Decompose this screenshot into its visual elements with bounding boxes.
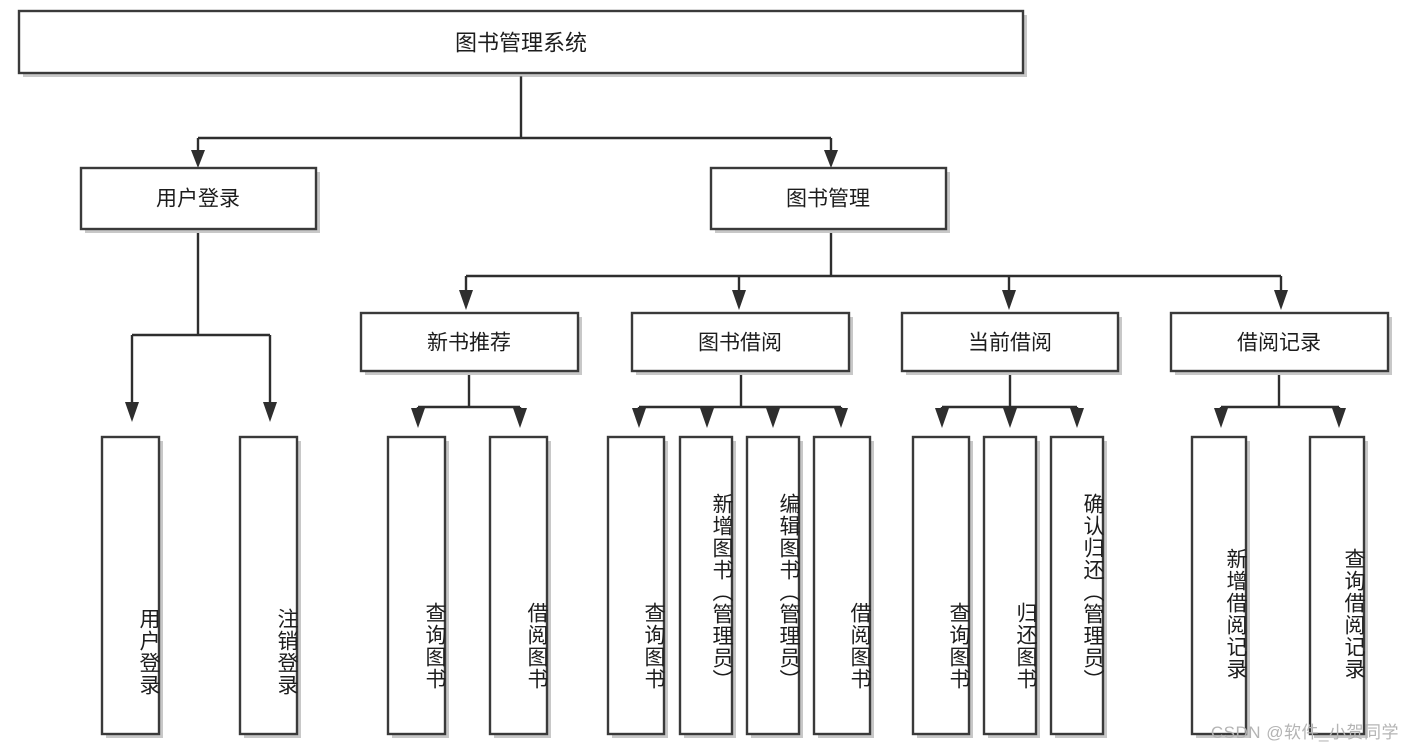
arrowhead-book-borrow-leaf-4 (834, 408, 848, 428)
connector-group-book-borrow (632, 375, 848, 428)
node-borrow-record-label: 借阅记录 (1237, 332, 1321, 355)
arrowhead-new-book-leaf-2 (513, 408, 527, 428)
arrowhead-borrow-record-leaf-2 (1332, 408, 1346, 428)
arrowhead-to-book-borrow (732, 290, 746, 310)
leaf-node-borrow-record-1[interactable] (1190, 435, 1250, 738)
arrowhead-book-borrow-leaf-3 (766, 408, 780, 428)
arrowhead-book-borrow-leaf-2 (700, 408, 714, 428)
leaf-book-borrow-1-box[interactable] (606, 435, 666, 736)
connector-group-current-borrow (935, 375, 1084, 428)
node-root-box[interactable] (17, 9, 1025, 75)
arrowhead-current-borrow-leaf-3 (1070, 408, 1084, 428)
leaf-borrow-record-1-box[interactable] (1190, 435, 1248, 736)
connector-group-borrow-record (1214, 375, 1346, 428)
leaf-node-book-borrow-2[interactable] (678, 435, 736, 738)
node-current-borrow[interactable]: 当前借阅 (900, 311, 1122, 375)
arrowhead-book-borrow-leaf-1 (632, 408, 646, 428)
arrowhead-to-borrow-record (1274, 290, 1288, 310)
node-book-manage[interactable]: 图书管理 (709, 166, 950, 233)
leaf-book-borrow-4-box[interactable] (812, 435, 872, 736)
leaf-current-borrow-2-box[interactable] (982, 435, 1038, 736)
node-new-book-recommend-label: 新书推荐 (427, 332, 511, 355)
node-book-borrow-box[interactable] (630, 311, 851, 373)
node-root-label: 图书管理系统 (455, 31, 587, 56)
arrowhead-root-to-user-login (191, 150, 205, 168)
arrowhead-root-to-book-manage (824, 150, 838, 168)
leaf-node-new-book-2[interactable] (488, 435, 551, 738)
arrowhead-borrow-record-leaf-1 (1214, 408, 1228, 428)
node-book-borrow[interactable]: 图书借阅 (630, 311, 853, 375)
connector-group-user-login (125, 233, 277, 422)
node-new-book-recommend[interactable]: 新书推荐 (359, 311, 582, 375)
csdn-watermark: CSDN @软件_小贺同学 (1210, 723, 1399, 742)
leaf-node-current-borrow-3[interactable] (1049, 435, 1107, 738)
node-user-login-label: 用户登录 (156, 188, 240, 211)
node-user-login[interactable]: 用户登录 (79, 166, 320, 233)
node-book-manage-box[interactable] (709, 166, 948, 231)
arrowhead-to-new-book-recommend (459, 290, 473, 310)
node-borrow-record-box[interactable] (1169, 311, 1390, 373)
node-current-borrow-label: 当前借阅 (968, 332, 1052, 355)
leaf-node-book-borrow-1[interactable] (606, 435, 668, 738)
leaf-node-borrow-record-2[interactable] (1308, 435, 1368, 738)
leaf-node-user-login-1[interactable] (100, 435, 163, 738)
arrowhead-new-book-leaf-1 (411, 408, 425, 428)
arrowhead-current-borrow-leaf-2 (1003, 408, 1017, 428)
node-new-book-recommend-box[interactable] (359, 311, 580, 373)
leaf-user-login-1-box[interactable] (100, 435, 161, 736)
node-book-manage-label: 图书管理 (786, 188, 870, 211)
connector-group-book-manage (459, 233, 1288, 310)
leaf-node-book-borrow-3[interactable] (745, 435, 803, 738)
node-borrow-record[interactable]: 借阅记录 (1169, 311, 1392, 375)
leaf-user-login-2-box[interactable] (238, 435, 299, 736)
leaf-current-borrow-3-box[interactable] (1049, 435, 1105, 736)
node-book-borrow-label: 图书借阅 (698, 332, 782, 355)
leaf-new-book-2-box[interactable] (488, 435, 549, 736)
node-user-login-box[interactable] (79, 166, 318, 231)
arrowhead-user-login-leaf-2 (263, 402, 277, 422)
leaf-book-borrow-2-box[interactable] (678, 435, 734, 736)
arrowhead-to-current-borrow (1002, 290, 1016, 310)
node-root[interactable]: 图书管理系统 (17, 9, 1027, 77)
leaf-new-book-1-box[interactable] (386, 435, 447, 736)
leaf-node-new-book-1[interactable] (386, 435, 449, 738)
arrowhead-user-login-leaf-1 (125, 402, 139, 422)
leaf-node-book-borrow-4[interactable] (812, 435, 874, 738)
leaf-borrow-record-2-box[interactable] (1308, 435, 1366, 736)
node-current-borrow-box[interactable] (900, 311, 1120, 373)
leaf-node-current-borrow-1[interactable] (911, 435, 973, 738)
leaf-node-current-borrow-2[interactable] (982, 435, 1040, 738)
leaf-book-borrow-3-box[interactable] (745, 435, 801, 736)
arrowhead-current-borrow-leaf-1 (935, 408, 949, 428)
connector-group-new-book-recommend (411, 375, 527, 428)
connector-group-root (191, 76, 838, 168)
leaf-current-borrow-1-box[interactable] (911, 435, 971, 736)
leaf-node-user-login-2[interactable] (238, 435, 301, 738)
